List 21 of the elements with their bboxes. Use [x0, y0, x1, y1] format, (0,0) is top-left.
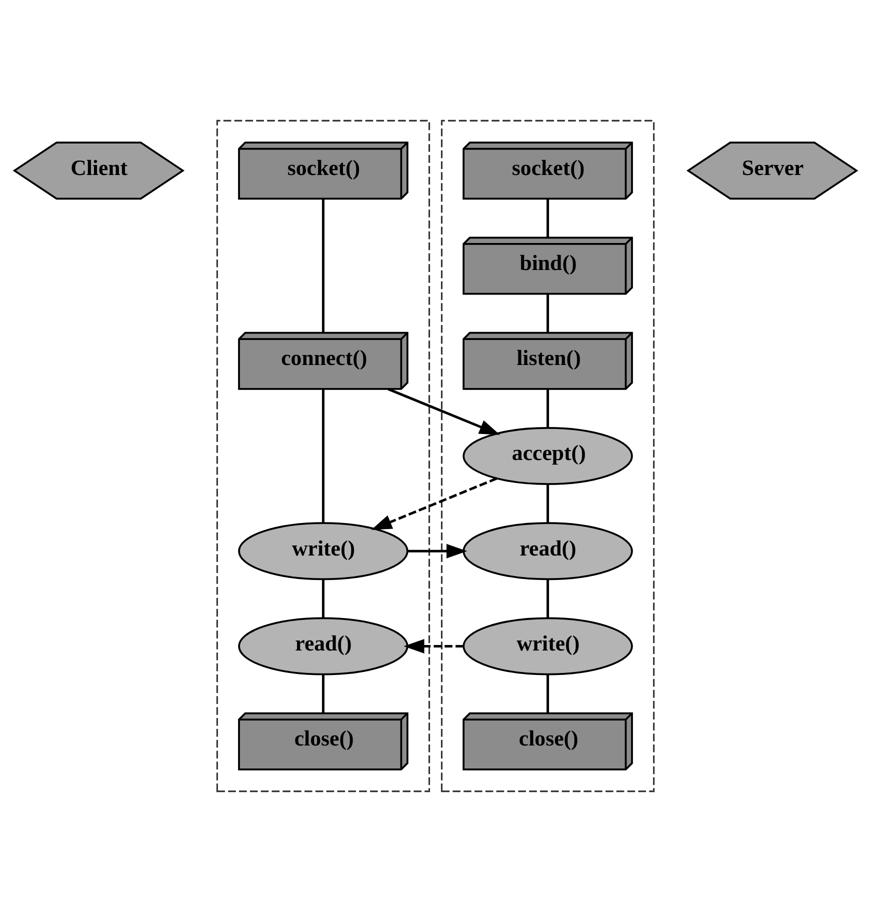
arrow	[407, 543, 468, 558]
connector	[546, 578, 550, 618]
arrow	[388, 387, 500, 434]
cluster	[216, 119, 430, 792]
connector	[322, 674, 324, 712]
arrow	[371, 476, 498, 530]
connector	[546, 484, 550, 522]
connector	[322, 198, 324, 332]
connector	[322, 388, 324, 522]
connector	[546, 198, 550, 237]
node-ellipse: read()	[462, 522, 633, 580]
connector	[546, 388, 550, 428]
cluster	[440, 119, 655, 792]
connector	[546, 674, 550, 712]
connector	[322, 578, 324, 618]
node-ellipse: read()	[238, 616, 408, 675]
node-ellipse: write()	[238, 522, 408, 580]
arrow	[404, 638, 464, 653]
node-ellipse: accept()	[462, 426, 633, 484]
node-ellipse: write()	[462, 616, 633, 675]
connector	[546, 293, 550, 332]
